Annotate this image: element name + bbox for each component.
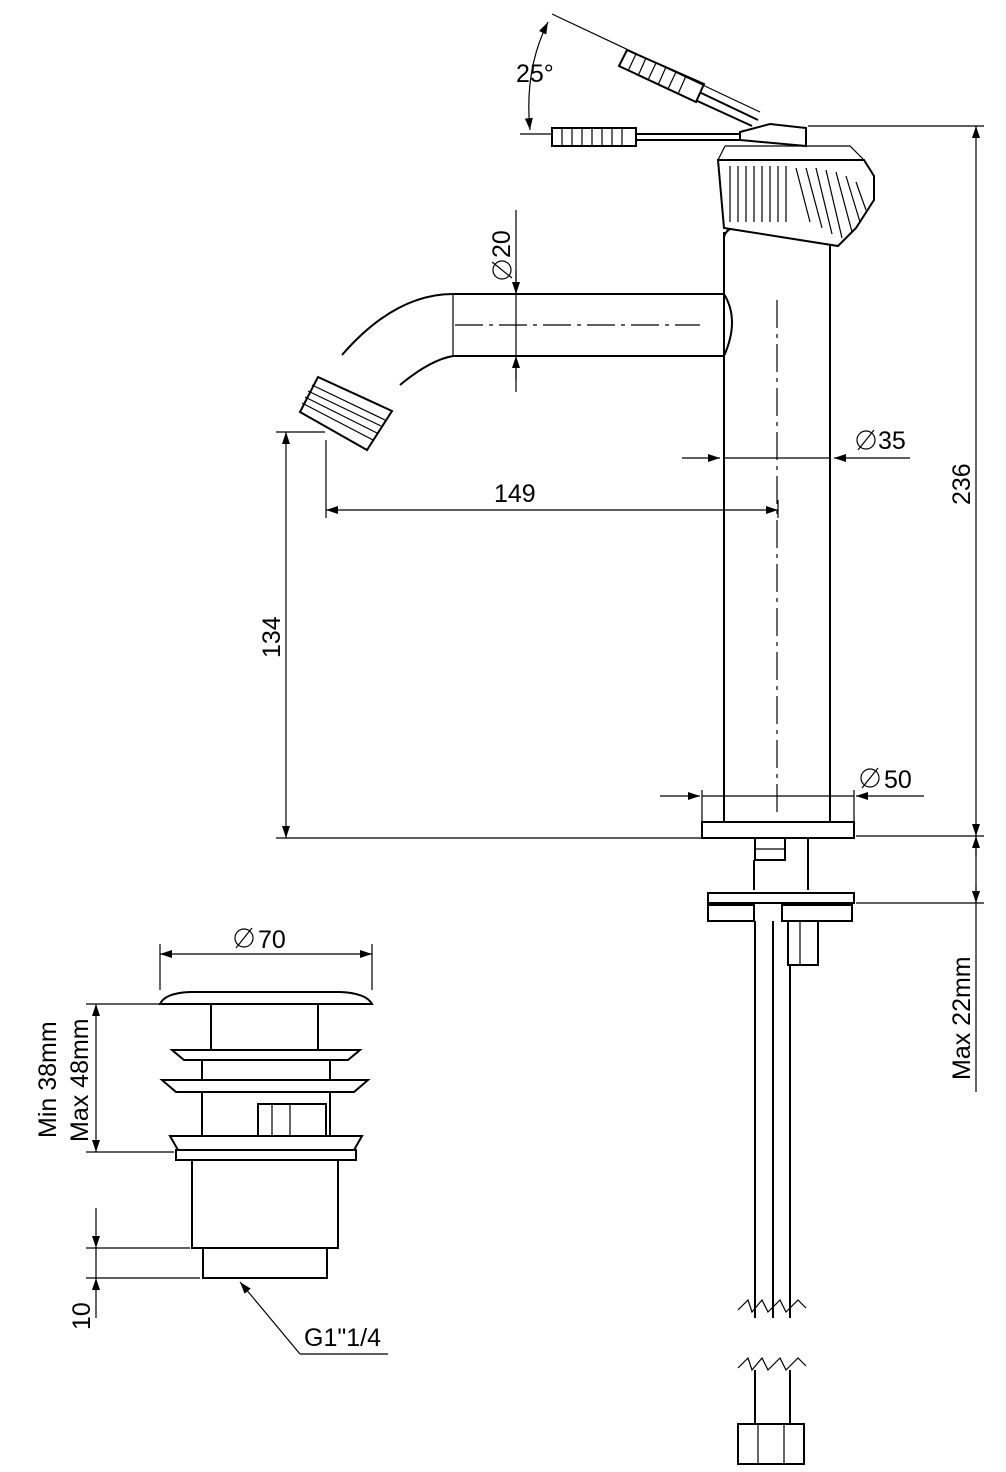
dimension-lever-angle: 25° bbox=[516, 13, 761, 135]
faucet-body bbox=[723, 225, 831, 822]
lever-angle-label: 25° bbox=[516, 60, 554, 88]
pop-up-waste bbox=[158, 991, 374, 1279]
dimension-thread-length: 10 bbox=[68, 1208, 200, 1330]
base-diameter-label: 50 bbox=[884, 766, 912, 794]
spout-height-label: 134 bbox=[258, 616, 286, 658]
dimension-body-diameter: 35 bbox=[682, 427, 910, 462]
spout-diameter-label: 20 bbox=[488, 230, 516, 258]
spout-reach-label: 149 bbox=[494, 480, 536, 508]
waste-min-height-label: Min 38mm bbox=[34, 1021, 62, 1138]
handle-cartridge bbox=[716, 145, 875, 248]
knurling bbox=[729, 166, 867, 239]
lever-open bbox=[617, 48, 759, 127]
lever-closed bbox=[551, 122, 807, 148]
waste-diameter-label: 70 bbox=[258, 926, 286, 954]
faucet bbox=[298, 48, 875, 1465]
dimension-spout-reach: 149 bbox=[325, 440, 779, 518]
dimension-thread-size: G1"1/4 bbox=[239, 1281, 388, 1355]
thread-size-label: G1"1/4 bbox=[304, 1324, 381, 1352]
mounting-hardware bbox=[707, 837, 855, 1465]
dimension-waste-diameter: 70 bbox=[159, 926, 373, 990]
dimension-base-diameter: 50 bbox=[660, 766, 924, 822]
body-diameter-label: 35 bbox=[878, 427, 906, 455]
thread-length-label: 10 bbox=[68, 1302, 96, 1330]
spout bbox=[298, 293, 733, 452]
dimension-deck-thickness: Max 22mm bbox=[856, 836, 984, 1092]
deck-thickness-label: Max 22mm bbox=[948, 956, 976, 1080]
waste-max-height-label: Max 48mm bbox=[66, 1018, 94, 1142]
dimension-total-height: 236 bbox=[808, 125, 984, 837]
diameter-icon bbox=[860, 767, 880, 789]
diameter-icon bbox=[856, 429, 876, 451]
base-flange bbox=[701, 821, 855, 839]
diameter-icon bbox=[491, 260, 513, 280]
dimension-spout-diameter: 20 bbox=[488, 210, 520, 392]
dimension-spout-height: 134 bbox=[258, 431, 702, 839]
diameter-icon bbox=[234, 927, 254, 949]
total-height-label: 236 bbox=[948, 463, 976, 505]
dimension-waste-height: Min 38mm Max 48mm bbox=[34, 1003, 174, 1153]
aerator bbox=[298, 375, 394, 452]
